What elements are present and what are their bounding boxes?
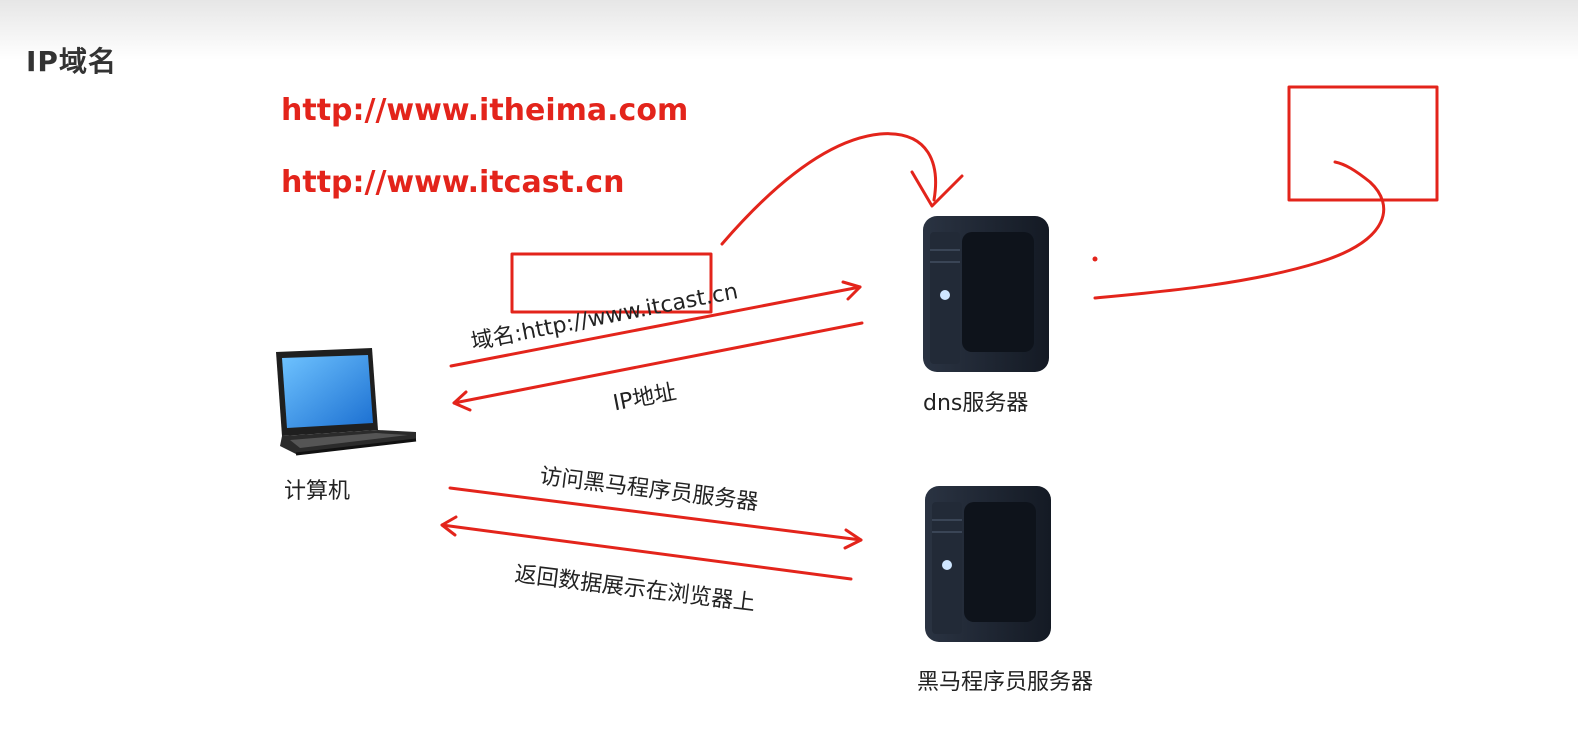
top-shade xyxy=(0,0,1578,60)
label-computer: 计算机 xyxy=(284,479,351,504)
label-dns-server: dns服务器 xyxy=(923,391,1029,416)
annotation-curve-top xyxy=(720,132,938,246)
arrow-visit-server xyxy=(448,486,863,550)
label-web-server: 黑马程序员服务器 xyxy=(917,670,1094,695)
url-itcast: http://www.itcast.cn xyxy=(281,165,625,200)
annotation-curve-right xyxy=(1093,160,1386,300)
dns-server-icon xyxy=(923,216,1049,372)
web-server-icon xyxy=(925,486,1051,642)
slide-title: IP域名 xyxy=(26,45,117,78)
highlight-box-domain xyxy=(510,252,713,314)
highlight-box-result xyxy=(1287,85,1439,202)
annotation-arrowhead xyxy=(910,170,964,208)
arrow-return-data xyxy=(440,515,853,581)
laptop-icon xyxy=(276,348,417,456)
arrow-domain-request xyxy=(449,280,862,368)
url-itheima: http://www.itheima.com xyxy=(281,93,689,128)
annotation-dot xyxy=(1092,256,1098,262)
arrow-ip-reply xyxy=(452,321,864,412)
